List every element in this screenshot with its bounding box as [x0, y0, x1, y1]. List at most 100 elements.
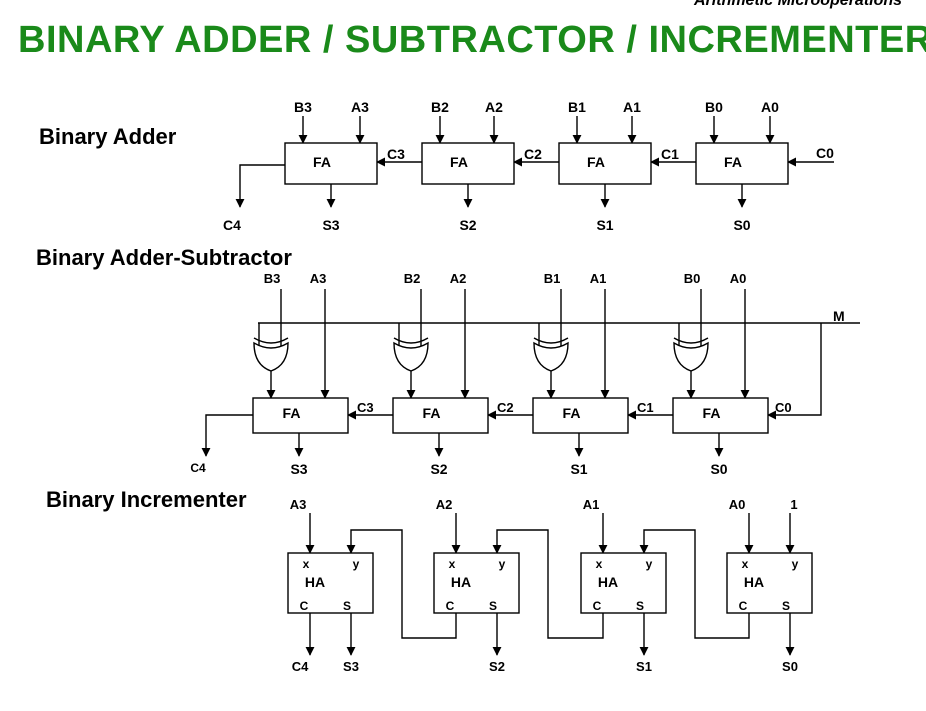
label-adder-b1: B1 [568, 99, 586, 115]
fa-addsub-2-label: FA [423, 405, 441, 421]
label-adder-b2: B2 [431, 99, 449, 115]
wire-incr-carry1 [492, 529, 604, 639]
section-title-incrementer: Binary Incrementer [46, 487, 247, 512]
port-x-3: x [303, 557, 310, 571]
fa-addsub-2 [392, 397, 489, 434]
fa-addsub-0 [672, 397, 769, 434]
ha-incr-0-label: HA [744, 574, 764, 590]
port-y-1: y [646, 557, 653, 571]
label-addsub-s3: S3 [290, 461, 307, 477]
xor-gate-arc-3 [253, 337, 289, 344]
label-addsub-b2: B2 [404, 271, 421, 286]
section-title-adder: Binary Adder [39, 124, 177, 149]
label-adder-c4: C4 [223, 217, 241, 233]
label-incr-s3: S3 [343, 659, 359, 674]
ha-incr-0 [726, 552, 813, 614]
label-incr-s2: S2 [489, 659, 505, 674]
fa-adder-3 [284, 142, 378, 185]
label-addsub-a3: A3 [310, 271, 327, 286]
xor-gate-0 [673, 341, 709, 372]
wire-incr-carry0 [639, 529, 750, 639]
label-adder-s1: S1 [596, 217, 613, 233]
port-s-1: S [636, 599, 644, 613]
label-addsub-c2: C2 [497, 400, 514, 415]
label-adder-a1: A1 [623, 99, 641, 115]
label-adder-a2: A2 [485, 99, 503, 115]
label-adder-b3: B3 [294, 99, 312, 115]
ha-incr-3-label: HA [305, 574, 325, 590]
label-adder-s3: S3 [322, 217, 339, 233]
label-adder-a3: A3 [351, 99, 369, 115]
label-incr-c4: C4 [292, 659, 309, 674]
fa-adder-0-label: FA [724, 154, 742, 170]
section-title-adder-subtractor: Binary Adder-Subtractor [36, 245, 292, 270]
xor-gate-1 [533, 341, 569, 372]
port-s-3: S [343, 599, 351, 613]
label-incr-one: 1 [790, 497, 797, 512]
label-addsub-a2: A2 [450, 271, 467, 286]
wire-adder-c4 [235, 164, 285, 208]
ha-incr-2 [433, 552, 520, 614]
ha-incr-1-label: HA [598, 574, 618, 590]
label-adder-s0: S0 [733, 217, 750, 233]
label-adder-a0: A0 [761, 99, 779, 115]
xor-gate-arc-2 [393, 337, 429, 344]
fa-addsub-1-label: FA [563, 405, 581, 421]
label-addsub-c1: C1 [637, 400, 654, 415]
label-adder-s2: S2 [459, 217, 476, 233]
port-c-2: C [446, 599, 455, 613]
label-adder-b0: B0 [705, 99, 723, 115]
wire-addsub-c4 [201, 414, 253, 457]
port-c-0: C [739, 599, 748, 613]
xor-gate-arc-1 [533, 337, 569, 344]
xor-gate-arc-0 [673, 337, 709, 344]
label-adder-c1: C1 [661, 146, 679, 162]
page-title: BINARY ADDER / SUBTRACTOR / INCREMENTER [18, 19, 926, 61]
port-s-0: S [782, 599, 790, 613]
label-addsub-c4: C4 [190, 461, 206, 475]
label-addsub-c3: C3 [357, 400, 374, 415]
wire-incr-carry2 [346, 529, 457, 639]
port-x-0: x [742, 557, 749, 571]
top-note: Arithmetic Microoperations [694, 0, 903, 9]
label-addsub-a1: A1 [590, 271, 607, 286]
label-incr-a0: A0 [729, 497, 746, 512]
port-y-0: y [792, 557, 799, 571]
wire-mode-c0 [767, 323, 822, 420]
fa-adder-0 [695, 142, 789, 185]
label-adder-c3: C3 [387, 146, 405, 162]
fa-addsub-3 [252, 397, 349, 434]
label-incr-s0: S0 [782, 659, 798, 674]
xor-gate-2 [393, 341, 429, 372]
fa-adder-1-label: FA [587, 154, 605, 170]
label-incr-a1: A1 [583, 497, 600, 512]
label-addsub-b3: B3 [264, 271, 281, 286]
fa-addsub-3-label: FA [283, 405, 301, 421]
label-addsub-s2: S2 [430, 461, 447, 477]
label-addsub-s1: S1 [570, 461, 587, 477]
xor-gate-3 [253, 341, 289, 372]
ha-incr-1 [580, 552, 667, 614]
label-adder-c2: C2 [524, 146, 542, 162]
label-adder-c0: C0 [816, 145, 834, 161]
fa-addsub-1 [532, 397, 629, 434]
label-addsub-s0: S0 [710, 461, 727, 477]
fa-adder-3-label: FA [313, 154, 331, 170]
port-c-3: C [300, 599, 309, 613]
label-addsub-a0: A0 [730, 271, 747, 286]
port-x-1: x [596, 557, 603, 571]
label-addsub-b0: B0 [684, 271, 701, 286]
label-mode: M [833, 308, 845, 324]
port-y-2: y [499, 557, 506, 571]
fa-addsub-0-label: FA [703, 405, 721, 421]
ha-incr-3 [287, 552, 374, 614]
ha-incr-2-label: HA [451, 574, 471, 590]
label-addsub-b1: B1 [544, 271, 561, 286]
fa-adder-2 [421, 142, 515, 185]
port-x-2: x [449, 557, 456, 571]
label-incr-a2: A2 [436, 497, 453, 512]
fa-adder-1 [558, 142, 652, 185]
label-addsub-c0: C0 [775, 400, 792, 415]
port-s-2: S [489, 599, 497, 613]
